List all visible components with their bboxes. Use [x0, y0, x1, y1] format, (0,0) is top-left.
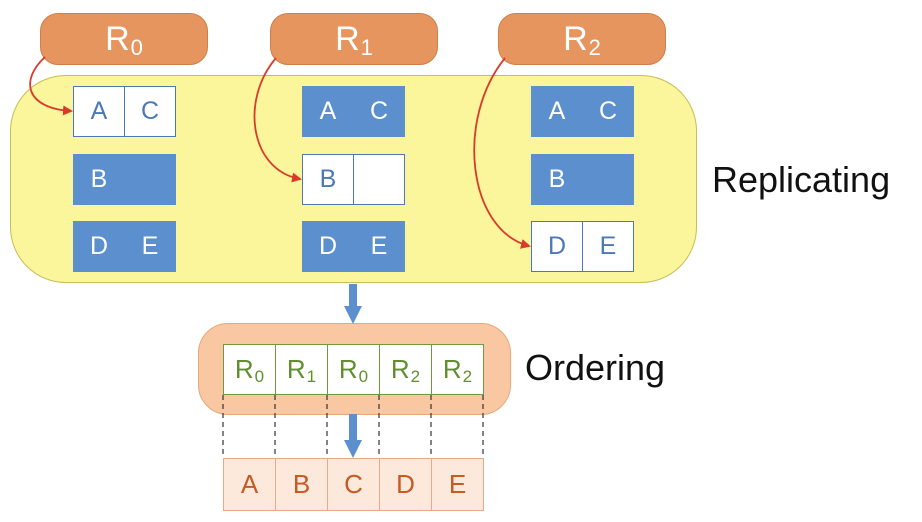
pointer-arrow-r1: [253, 57, 302, 183]
output-cell-a: A: [223, 458, 276, 511]
order-slot-subscript: 0: [358, 366, 369, 386]
replica-subscript: 2: [588, 35, 601, 60]
replica-label: R: [105, 19, 130, 58]
replica1-block-d: D: [302, 221, 354, 272]
pointer-arrow-r0: [29, 56, 73, 116]
replica2-block-a: A: [531, 86, 583, 137]
replica0-block-empty: [124, 154, 176, 205]
order-slot-label: R: [338, 354, 358, 384]
order-slot-subscript: 2: [410, 366, 421, 386]
order-slot-label: R: [234, 354, 254, 384]
replica-label: R: [563, 19, 588, 58]
replica-label: R: [335, 19, 360, 58]
replica1-block-e: E: [353, 221, 405, 272]
replica0-block-c: C: [124, 86, 176, 137]
output-cell-e: E: [431, 458, 484, 511]
replica1-block-empty: [353, 154, 405, 205]
order-slot-label: R: [442, 354, 462, 384]
replica2-block-e: E: [582, 221, 634, 272]
flow-arrow-down: [344, 284, 362, 324]
replica0-block-d: D: [73, 221, 125, 272]
flow-arrow-output: [344, 414, 362, 458]
output-cell-d: D: [379, 458, 432, 511]
ordering-label: Ordering: [525, 347, 666, 388]
replica2-block-d: D: [531, 221, 583, 272]
dashed-guides: [222, 395, 484, 458]
order-slot-label: R: [286, 354, 306, 384]
order-slot-subscript: 1: [306, 366, 317, 386]
replica2-block-c: C: [582, 86, 634, 137]
replica-subscript: 0: [130, 35, 143, 60]
replica1-block-b: B: [302, 154, 354, 205]
replica0-block-a: A: [73, 86, 125, 137]
order-slot-subscript: 0: [254, 366, 265, 386]
pointer-arrow-r2: [473, 57, 531, 249]
order-slot-subscript: 2: [462, 366, 473, 386]
replica1-block-a: A: [302, 86, 354, 137]
order-slot-label: R: [390, 354, 410, 384]
replica2-block-b: B: [531, 154, 583, 205]
replicating-label: Replicating: [712, 159, 891, 200]
replica0-block-e: E: [124, 221, 176, 272]
replica2-block-empty: [582, 154, 634, 205]
output-cell-c: C: [327, 458, 380, 511]
replica1-block-c: C: [353, 86, 405, 137]
replica-subscript: 1: [360, 35, 373, 60]
